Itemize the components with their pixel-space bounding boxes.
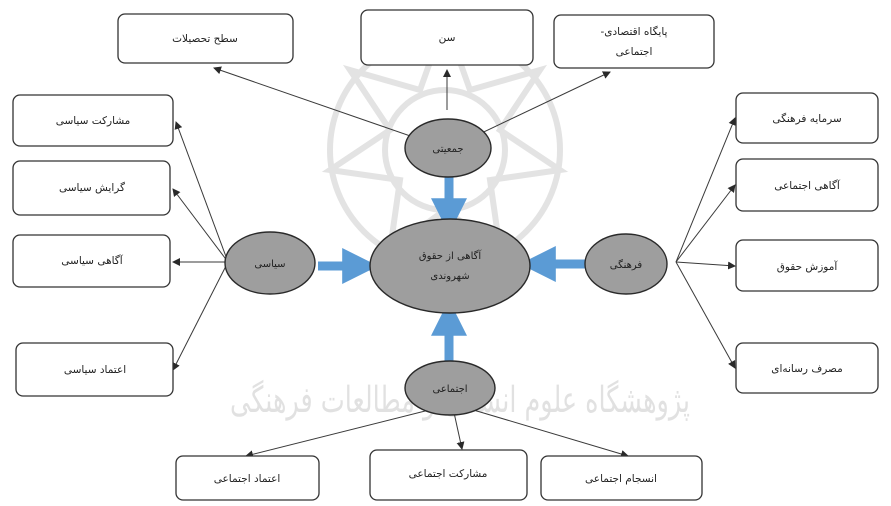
box-political-participation: مشارکت سیاسی — [12, 94, 174, 147]
box-political-participation-label: مشارکت سیاسی — [56, 115, 131, 127]
box-social-awareness-label: آگاهی اجتماعی — [774, 179, 841, 192]
hub-political: سیاسی — [224, 231, 316, 295]
box-social-cohesion-label: انسجام اجتماعی — [585, 473, 657, 485]
box-political-orientation-label: گرایش سیاسی — [59, 181, 125, 194]
box-social-trust: اعتماد اجتماعی — [175, 455, 320, 501]
box-media-consumption: مصرف رسانه‌ای — [735, 342, 879, 394]
box-media-consumption-label: مصرف رسانه‌ای — [771, 363, 843, 375]
box-age-label: سن — [439, 32, 456, 44]
hub-social-label: اجتماعی — [432, 384, 467, 395]
box-socioeconomic-label-line1: پایگاه اقتصادی- — [601, 25, 668, 38]
box-cultural-capital-label: سرمایه فرهنگی — [772, 112, 841, 125]
blue-arrows — [318, 174, 586, 362]
box-education-level-label: سطح تحصیلات — [172, 33, 238, 45]
box-social-participation-label: مشارکت اجتماعی — [409, 468, 488, 480]
hub-social: اجتماعی — [404, 360, 496, 416]
box-political-orientation: گرایش سیاسی — [12, 160, 171, 216]
box-socioeconomic-status: پایگاه اقتصادی- اجتماعی — [553, 14, 715, 69]
box-political-awareness: آگاهی سیاسی — [12, 234, 171, 288]
box-rights-education-label: آموزش حقوق — [777, 260, 839, 273]
box-education-level: سطح تحصیلات — [117, 13, 294, 64]
box-political-awareness-label: آگاهی سیاسی — [61, 254, 124, 267]
center-node: آگاهی از حقوق شهروندی — [369, 218, 531, 314]
hub-demographic: جمعیتی — [404, 118, 492, 178]
box-political-trust: اعتماد سیاسی — [15, 342, 174, 397]
box-social-awareness: آگاهی اجتماعی — [735, 158, 879, 212]
box-social-trust-label: اعتماد اجتماعی — [214, 473, 281, 485]
box-cultural-capital: سرمایه فرهنگی — [735, 92, 879, 144]
hub-political-label: سیاسی — [254, 259, 285, 270]
box-socioeconomic-label-line2: اجتماعی — [616, 46, 653, 58]
hub-cultural-label: فرهنگی — [610, 259, 643, 271]
box-political-trust-label: اعتماد سیاسی — [64, 364, 126, 376]
center-label-line2: شهروندی — [430, 271, 469, 282]
box-social-participation: مشارکت اجتماعی — [369, 449, 528, 501]
center-label-line1: آگاهی از حقوق — [419, 249, 483, 262]
hub-demographic-label: جمعیتی — [432, 144, 463, 155]
hub-cultural: فرهنگی — [584, 233, 668, 295]
box-social-cohesion: انسجام اجتماعی — [540, 455, 703, 501]
box-rights-education: آموزش حقوق — [735, 239, 879, 292]
box-age: سن — [360, 9, 534, 66]
connectors — [172, 66, 737, 459]
